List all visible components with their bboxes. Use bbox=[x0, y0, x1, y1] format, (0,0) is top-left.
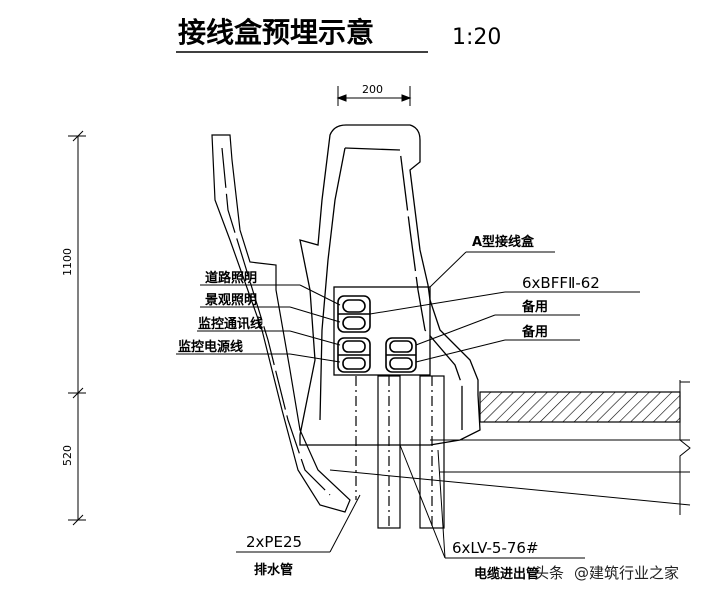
label-spare-2: 备用 bbox=[521, 324, 548, 340]
dim-top-width bbox=[336, 86, 412, 106]
label-landscape-lighting: 景观照明 bbox=[205, 293, 257, 308]
cable-pipes bbox=[355, 375, 445, 529]
label-junction-box: A型接线盒 bbox=[472, 234, 535, 250]
label-cable-spec: 6xLV-5-76# bbox=[452, 539, 539, 557]
leader-lines bbox=[176, 251, 640, 559]
left-wall bbox=[211, 134, 351, 513]
drawing-scale: 1:20 bbox=[452, 25, 501, 50]
label-conduit-spec: 6xBFFⅡ-62 bbox=[522, 274, 600, 292]
label-cable-inlet: 电缆进出管 bbox=[474, 566, 539, 582]
junction-box bbox=[333, 286, 431, 376]
drawing-title: 接线盒预埋示意 bbox=[178, 16, 374, 49]
label-drain-pipe: 排水管 bbox=[254, 562, 293, 578]
dim-lower-height-text: 520 bbox=[61, 445, 74, 466]
watermark-text: @建筑行业之家 bbox=[574, 564, 679, 582]
watermark-prefix: 头条 bbox=[534, 564, 564, 582]
dim-upper-height-text: 1100 bbox=[61, 248, 74, 276]
road-lines bbox=[329, 380, 691, 515]
label-monitoring-power: 监控电源线 bbox=[178, 339, 243, 355]
conduit-ports bbox=[337, 295, 417, 373]
label-drain-spec: 2xPE25 bbox=[246, 533, 302, 551]
road-slab bbox=[479, 391, 681, 423]
watermark: 头条 @建筑行业之家 bbox=[534, 564, 679, 582]
label-road-lighting: 道路照明 bbox=[205, 270, 257, 286]
label-monitoring-comm: 监控通讯线 bbox=[198, 316, 263, 332]
dim-left-vertical bbox=[68, 130, 86, 526]
barrier-body bbox=[299, 124, 481, 446]
label-spare-1: 备用 bbox=[521, 299, 548, 315]
dim-top-width-text: 200 bbox=[362, 83, 383, 96]
